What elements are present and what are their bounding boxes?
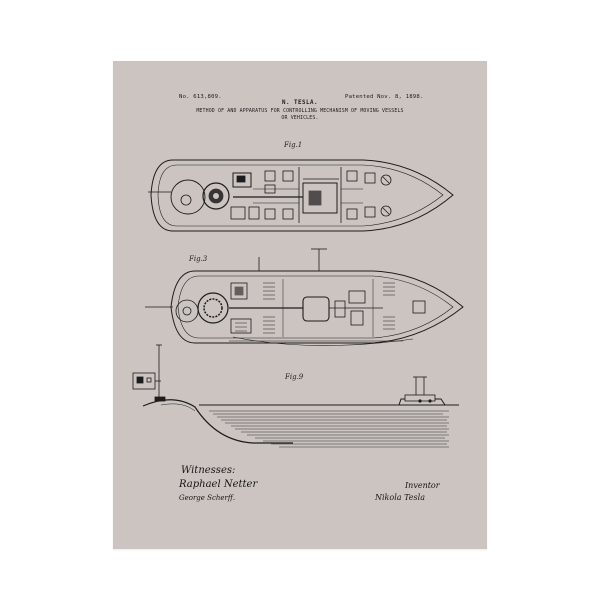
patent-number: No. 613,809. xyxy=(179,94,222,100)
inventor-label: Inventor xyxy=(405,481,440,490)
fig9-label: Fig.9 xyxy=(285,373,304,381)
fig1-label: Fig.1 xyxy=(284,141,303,149)
fig9-shore-and-sea xyxy=(132,344,459,448)
witness-signature-1: Raphael Netter xyxy=(179,479,258,490)
fig3-label: Fig.3 xyxy=(189,255,208,263)
witness-signature-2: George Scherff. xyxy=(179,494,236,502)
patent-date: Patented Nov. 8, 1898. xyxy=(345,94,424,100)
patent-drawing xyxy=(132,159,464,448)
inventor-name-header: N. TESLA. xyxy=(282,100,318,106)
patent-title-line1: METHOD OF AND APPARATUS FOR CONTROLLING … xyxy=(196,108,404,114)
patent-title-line2: OR VEHICLES. xyxy=(281,115,319,121)
fig3-boat-section xyxy=(145,248,464,346)
witnesses-label: Witnesses: xyxy=(181,465,236,476)
fig1-boat-top-view xyxy=(148,159,454,232)
inventor-signature: Nikola Tesla xyxy=(375,493,425,502)
patent-print: No. 613,809. Patented Nov. 8, 1898. N. T… xyxy=(113,61,487,549)
